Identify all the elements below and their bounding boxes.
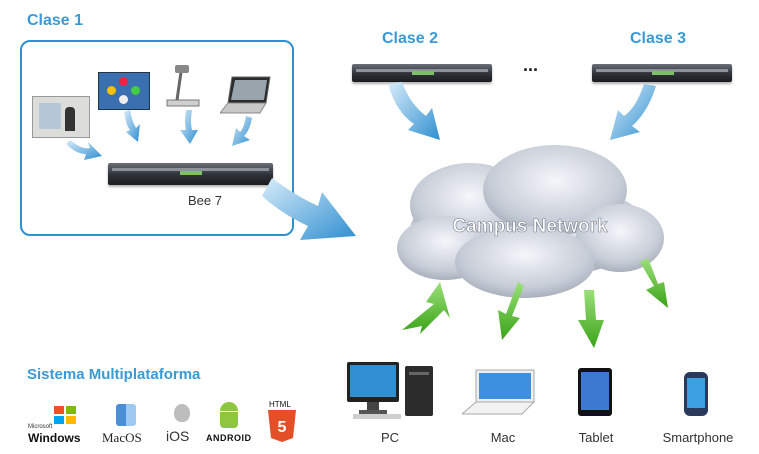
arrow-icon: [66, 140, 102, 160]
output-arrows: [402, 258, 668, 348]
cloud-label: Campus Network: [452, 216, 608, 237]
clase2-arrow-icon: [388, 82, 440, 140]
mac-label: Mac: [490, 430, 516, 445]
android-robot-icon: [220, 412, 238, 428]
input-arrows: [66, 110, 252, 160]
clase1-title: Clase 1: [27, 12, 84, 29]
windows-logo: Microsoft Windows: [28, 404, 86, 445]
pc-label: PC: [380, 430, 400, 445]
arrow-icon: [180, 110, 198, 144]
windows-flag-icon: [54, 406, 76, 424]
whiteboard-diagram-icon: [98, 72, 150, 110]
ios-text: iOS: [166, 428, 190, 444]
bee7-arrow-icon: [262, 178, 356, 240]
arrow-icon: [124, 110, 140, 142]
clase2-title: Clase 2: [382, 30, 439, 47]
svg-text:5: 5: [278, 419, 287, 436]
arrow-icon: [578, 290, 604, 348]
projector-screen-icon: [32, 96, 90, 138]
laptop-icon: [220, 76, 271, 114]
mac-laptop-icon: [462, 369, 536, 415]
clase1-box: [20, 40, 294, 236]
smartphone-icon: [684, 372, 708, 416]
clase3-device: [592, 64, 732, 82]
clase3-title: Clase 3: [630, 30, 687, 47]
macos-logo: MacOS: [102, 404, 152, 445]
android-logo: ANDROID: [206, 402, 252, 444]
clase2-device: [352, 64, 492, 82]
clase3-arrow-icon: [610, 84, 656, 140]
bee7-device: [108, 163, 273, 185]
macos-text: MacOS: [102, 430, 142, 445]
arrow-icon: [640, 258, 668, 308]
arrow-icon: [402, 282, 450, 334]
document-camera-icon: [166, 65, 200, 107]
android-text: ANDROID: [206, 433, 252, 443]
finder-icon: [116, 404, 136, 426]
pc-icon: [347, 362, 433, 419]
apple-icon: [174, 404, 190, 422]
ellipsis: ...: [523, 55, 539, 75]
html-text: HTML: [269, 400, 291, 409]
tablet-icon: [578, 368, 612, 416]
html5-shield-icon: 5: [268, 410, 296, 442]
html5-logo: HTML 5: [266, 400, 298, 444]
ios-logo: iOS: [164, 404, 200, 444]
tablet-label: Tablet: [578, 430, 614, 445]
arrow-icon: [498, 282, 524, 340]
bee7-label: Bee 7: [188, 193, 222, 208]
multi-title: Sistema Multiplataforma: [27, 366, 201, 383]
microsoft-text: Microsoft: [28, 424, 53, 430]
cloud-icon: [397, 145, 664, 298]
windows-text: Windows: [28, 431, 81, 445]
arrow-icon: [232, 116, 252, 146]
smartphone-label: Smartphone: [662, 430, 734, 445]
